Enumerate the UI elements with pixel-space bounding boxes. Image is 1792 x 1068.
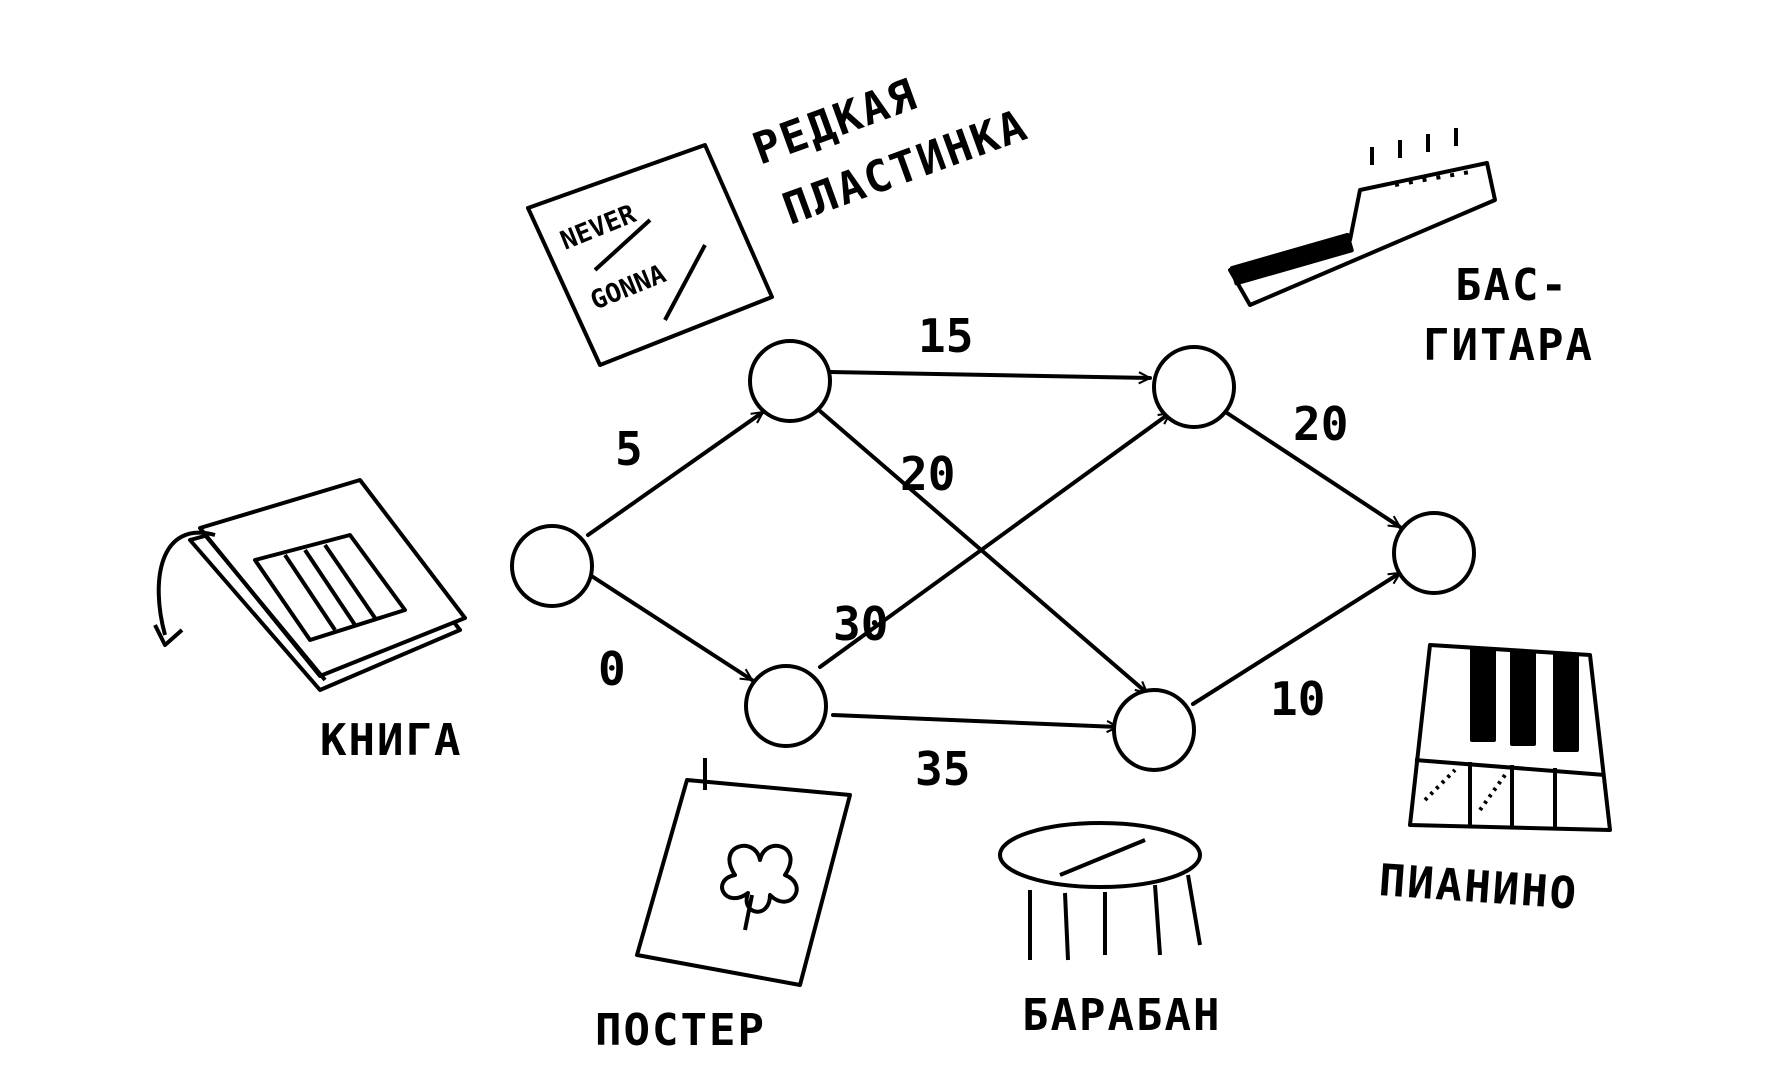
edge-poster-bass xyxy=(818,411,1172,669)
weight-book-record: 5 xyxy=(615,422,643,476)
weight-bass-piano: 20 xyxy=(1293,397,1348,451)
edge-poster-drum xyxy=(831,713,1120,727)
piano-label: ПИАНИНО xyxy=(1377,855,1580,920)
piano-icon xyxy=(1408,643,1612,832)
edge-book-poster xyxy=(588,573,754,682)
bass-guitar-icon xyxy=(1228,128,1497,307)
node-bass-guitar xyxy=(1152,345,1236,429)
weight-book-poster: 0 xyxy=(598,642,626,696)
drum-label: БАРАБАН xyxy=(1022,990,1221,1041)
node-book xyxy=(510,524,594,608)
edge-record-bass xyxy=(828,370,1152,378)
edge-book-record xyxy=(586,410,765,537)
bass-guitar-label-line-1: БАС- xyxy=(1455,260,1569,311)
edge-drum-piano xyxy=(1191,571,1402,706)
weight-poster-bass: 30 xyxy=(833,597,888,651)
weight-record-drum: 20 xyxy=(900,447,955,501)
weight-poster-drum: 35 xyxy=(915,742,970,796)
drum-icon xyxy=(998,821,1202,961)
book-label: КНИГА xyxy=(320,715,462,766)
node-piano xyxy=(1392,511,1476,595)
poster-icon xyxy=(635,758,852,987)
book-icon xyxy=(153,478,467,692)
node-poster xyxy=(744,664,828,748)
poster-label: ПОСТЕР xyxy=(595,1005,766,1056)
record-icon xyxy=(526,143,774,367)
bass-guitar-label-line-2: ГИТАРА xyxy=(1423,320,1594,371)
node-drum xyxy=(1112,688,1196,772)
node-rare-record xyxy=(748,339,832,423)
edge-bass-piano xyxy=(1222,409,1402,529)
weight-record-bass: 15 xyxy=(918,309,973,363)
weight-drum-piano: 10 xyxy=(1270,672,1325,726)
